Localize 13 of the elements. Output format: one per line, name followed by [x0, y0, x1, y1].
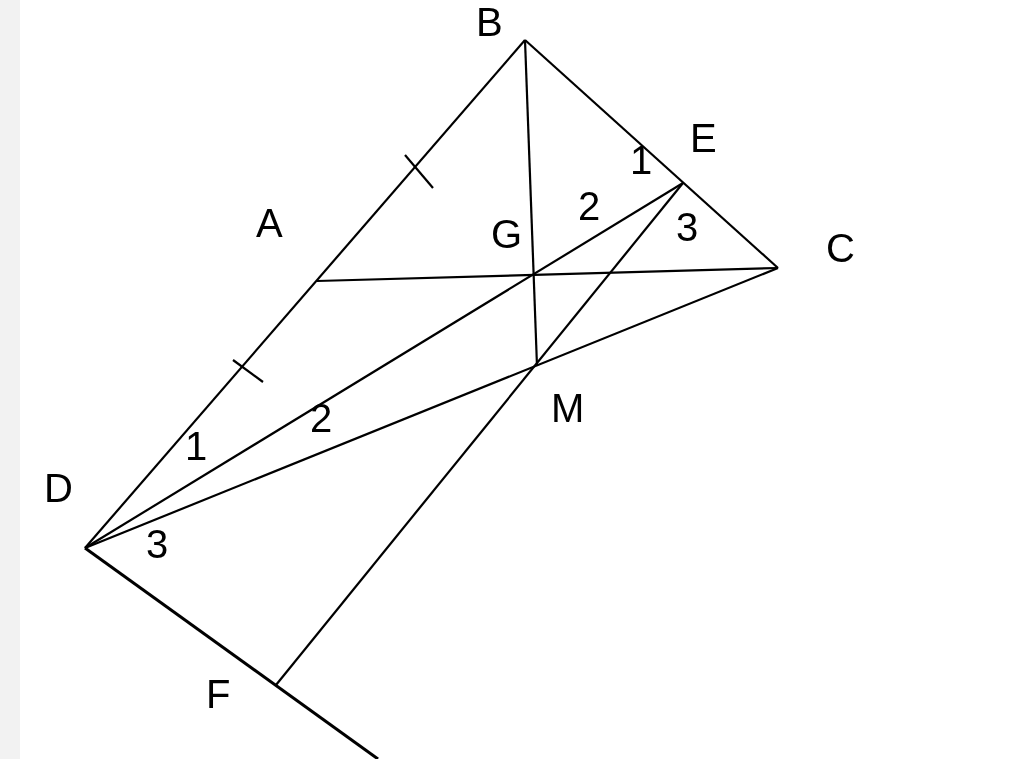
point-label: B [476, 2, 503, 42]
angle-number: 3 [676, 207, 699, 247]
angle-number: 3 [146, 524, 169, 564]
angle-number: 2 [578, 186, 601, 226]
point-label: F [206, 674, 231, 714]
point-label: D [44, 468, 73, 508]
angle-number: 1 [630, 140, 653, 180]
point-label: E [690, 118, 717, 158]
point-label: G [491, 214, 523, 254]
point-label: M [551, 388, 585, 428]
angle-number: 1 [185, 426, 208, 466]
point-label: C [826, 228, 855, 268]
point-label: A [256, 203, 283, 243]
